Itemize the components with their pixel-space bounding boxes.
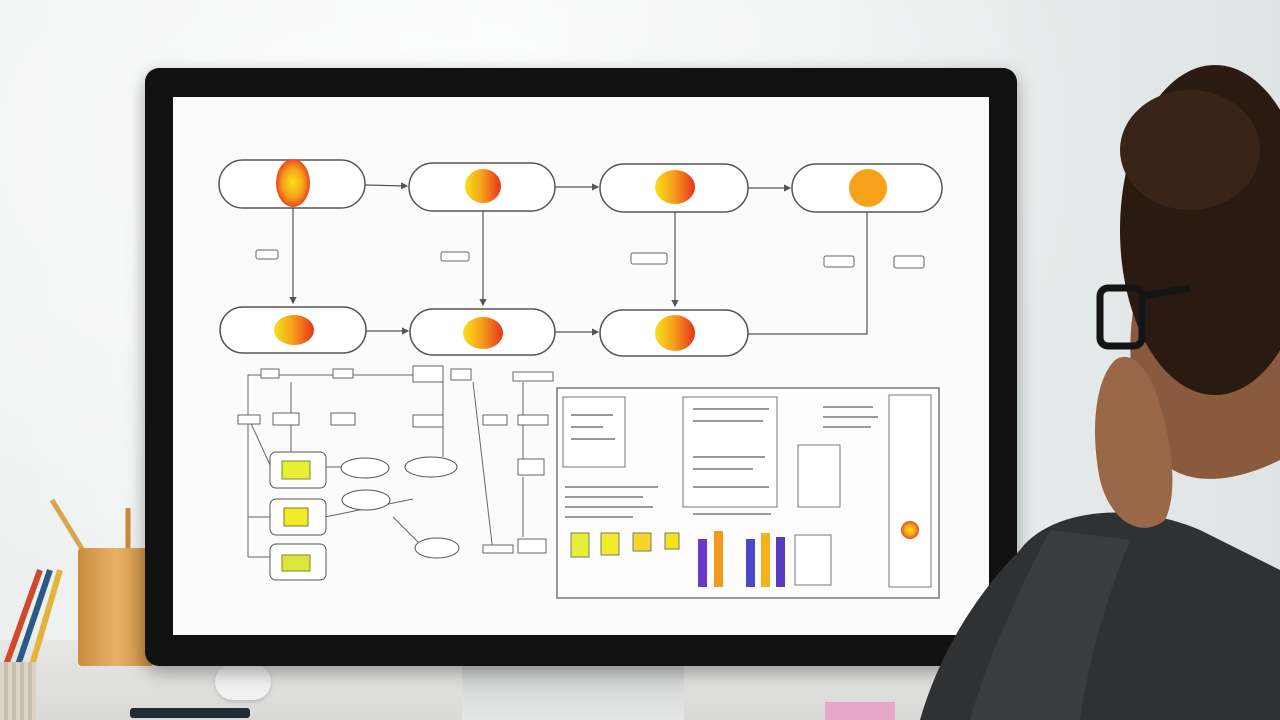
heat-blob-6 [463, 317, 503, 349]
pencil-4 [15, 569, 53, 666]
doc-thumb [797, 444, 841, 508]
sketch-box [482, 414, 508, 426]
hand [1095, 356, 1173, 528]
arrow-1-2 [364, 182, 409, 190]
gradient-bar [746, 539, 755, 587]
desk-cup [0, 662, 36, 720]
glasses-icon [1096, 284, 1191, 350]
sketch-box [330, 412, 356, 426]
sketch-box [237, 414, 261, 425]
sweater-arm [970, 530, 1130, 720]
sketch-ellipse [414, 537, 460, 559]
flow-diagram [218, 159, 943, 599]
text-lines [565, 406, 878, 518]
sticky-notepad [825, 702, 895, 720]
doc-thumb [794, 534, 832, 586]
desk-object [130, 708, 250, 718]
hair-curls [1120, 90, 1260, 210]
sketch-ellipse [404, 456, 458, 478]
heat-blob-2 [465, 169, 501, 203]
sketch-box [512, 371, 554, 382]
pencil-holder-icon [78, 548, 154, 666]
doc-thumb [562, 396, 626, 468]
module-fill-1 [281, 460, 311, 480]
pencils [3, 498, 131, 667]
sketch-box [412, 414, 444, 428]
heat-blob-1 [276, 159, 310, 207]
doc-thumb [682, 396, 778, 508]
mini-bar [570, 532, 590, 558]
sketch-box [332, 368, 354, 379]
sketch-box [272, 412, 300, 426]
module-fill-3 [281, 554, 311, 572]
sketch-box [517, 414, 549, 426]
label-chip [893, 255, 925, 269]
pencil-3 [3, 568, 43, 667]
label-chip [823, 255, 855, 268]
sketch-box [517, 458, 545, 476]
side-heat-dot [901, 521, 919, 539]
gradient-bar [698, 539, 707, 587]
label-chip [255, 249, 279, 260]
gradient-bar [714, 531, 723, 587]
heat-blob-7 [655, 315, 695, 351]
gradient-bar [761, 533, 770, 587]
mini-bar [664, 532, 680, 550]
monitor-screen [173, 97, 989, 635]
heat-blob-3 [655, 170, 695, 204]
monitor-stand [462, 666, 684, 720]
mini-bar [632, 532, 652, 552]
mini-bar [600, 532, 620, 556]
sketch-box [482, 544, 514, 554]
side-column [888, 394, 932, 588]
sketch-box [412, 365, 444, 383]
sketch-box [517, 538, 547, 554]
module-fill-2 [283, 507, 309, 527]
label-chip [630, 252, 668, 265]
sketch-box [450, 368, 472, 381]
sketch-ellipse [341, 489, 391, 511]
label-chip [440, 251, 470, 262]
person [920, 65, 1280, 720]
mouse-icon [215, 664, 271, 700]
return-connector [748, 212, 868, 335]
gradient-bar [776, 537, 785, 587]
pencil-5 [29, 569, 63, 666]
heat-blob-4 [849, 169, 887, 207]
heat-blob-5 [274, 315, 314, 345]
sketch-ellipse [340, 457, 390, 479]
sketch-box [260, 368, 280, 379]
